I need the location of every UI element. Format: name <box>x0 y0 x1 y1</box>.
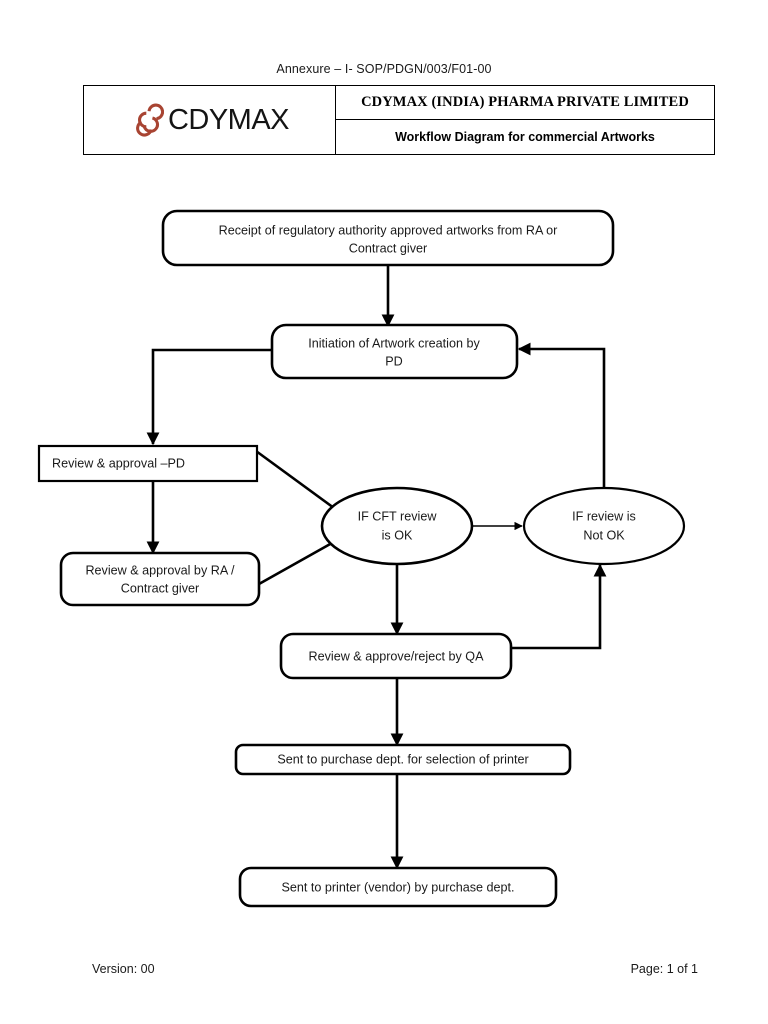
edge-review-ra-to-cft <box>258 541 333 586</box>
edge-initiation-to-review-pd <box>146 348 272 446</box>
edge-qa-to-not-ok <box>511 563 607 650</box>
footer-version: Version: 00 <box>92 962 155 976</box>
edge-review-pd-to-cft <box>255 449 335 510</box>
cdymax-swirl-icon <box>136 103 164 137</box>
node-decision-cft-review-ok[interactable]: IF CFT review is OK <box>320 486 474 566</box>
node-purchase-label: Sent to purchase dept. for selection of … <box>277 752 528 766</box>
edge-not-ok-to-initiation <box>517 342 606 489</box>
document-header-table: CDYMAX CDYMAX (INDIA) PHARMA PRIVATE LIM… <box>83 85 715 155</box>
node-initiation[interactable]: Initiation of Artwork creation by PD <box>270 323 519 380</box>
annexure-reference-line: Annexure – I- SOP/PDGN/003/F01-00 <box>276 62 492 76</box>
node-printer-label: Sent to printer (vendor) by purchase dep… <box>281 880 514 894</box>
node-receipt[interactable]: Receipt of regulatory authority approved… <box>161 209 615 267</box>
node-review-approval-pd[interactable]: Review & approval –PD <box>37 444 259 483</box>
node-review-ra-line-1: Review & approval by RA / <box>85 563 235 577</box>
cdymax-logo: CDYMAX <box>130 103 290 137</box>
node-initiation-line-1: Initiation of Artwork creation by <box>308 336 480 350</box>
node-review-approval-ra[interactable]: Review & approval by RA / Contract giver <box>59 551 261 607</box>
node-initiation-line-2: PD <box>385 354 403 368</box>
node-qa-label: Review & approve/reject by QA <box>309 649 485 663</box>
node-receipt-line-1: Receipt of regulatory authority approved… <box>219 223 558 237</box>
cdymax-logo-wordmark: CDYMAX <box>167 103 290 136</box>
node-review-ra-line-2: Contract giver <box>121 581 199 595</box>
node-decision-review-not-ok[interactable]: IF review is Not OK <box>522 486 686 566</box>
document-subtitle: Workflow Diagram for commercial Artworks <box>395 130 655 144</box>
node-printer[interactable]: Sent to printer (vendor) by purchase dep… <box>238 866 558 908</box>
node-receipt-line-2: Contract giver <box>349 241 427 255</box>
node-review-pd-label: Review & approval –PD <box>52 456 185 470</box>
footer-page-number: Page: 1 of 1 <box>630 962 698 976</box>
node-not-ok-line-2: Not OK <box>583 528 625 542</box>
header-logo-cell: CDYMAX <box>84 86 336 154</box>
page-footer: Version: 00 Page: 1 of 1 <box>92 962 698 976</box>
company-name: CDYMAX (INDIA) PHARMA PRIVATE LIMITED <box>336 86 714 120</box>
node-cft-line-1: IF CFT review <box>358 509 438 523</box>
node-not-ok-line-1: IF review is <box>572 509 636 523</box>
node-purchase-dept[interactable]: Sent to purchase dept. for selection of … <box>234 743 572 776</box>
node-qa-review[interactable]: Review & approve/reject by QA <box>279 632 513 680</box>
node-cft-line-2: is OK <box>382 528 413 542</box>
header-text-cell: CDYMAX (INDIA) PHARMA PRIVATE LIMITED Wo… <box>336 86 714 154</box>
